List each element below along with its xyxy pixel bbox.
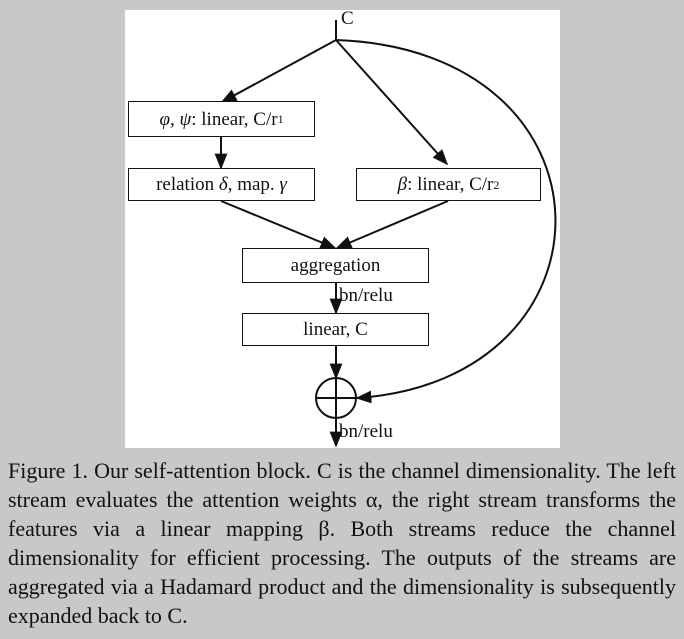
aggregation-box: aggregation <box>242 248 429 283</box>
arrow-to-beta <box>335 39 449 166</box>
figure-caption: Figure 1. Our self-attention block. C is… <box>8 456 676 630</box>
input-channel-label: C <box>341 8 354 29</box>
phi-psi-subscript: 1 <box>277 112 284 126</box>
arrow-to-phi-psi <box>220 39 337 103</box>
arrow-relation-to-aggregation <box>220 200 337 249</box>
relation-box: relation δ, map. γ <box>128 168 315 201</box>
map-text: , map. <box>227 174 275 195</box>
diagram-arrows <box>214 20 557 448</box>
delta-symbol: δ <box>218 174 228 195</box>
beta-subscript: 2 <box>493 177 500 192</box>
relation-text: relation <box>156 174 215 195</box>
residual-connection <box>335 39 557 404</box>
phi-psi-text: : linear, C/r <box>191 108 278 130</box>
arrow-beta-to-aggregation <box>335 200 449 249</box>
bn-relu-label-2: bn/relu <box>339 421 393 442</box>
linear-c-box: linear, C <box>242 313 429 346</box>
beta-symbol: β <box>397 174 408 195</box>
bn-relu-label-1: bn/relu <box>339 285 393 306</box>
caption-text: Figure 1. Our self-attention block. C is… <box>8 458 676 628</box>
beta-text: : linear, C/r <box>407 174 494 195</box>
phi-psi-symbols: φ, ψ <box>159 108 192 130</box>
gamma-symbol: γ <box>279 174 287 195</box>
